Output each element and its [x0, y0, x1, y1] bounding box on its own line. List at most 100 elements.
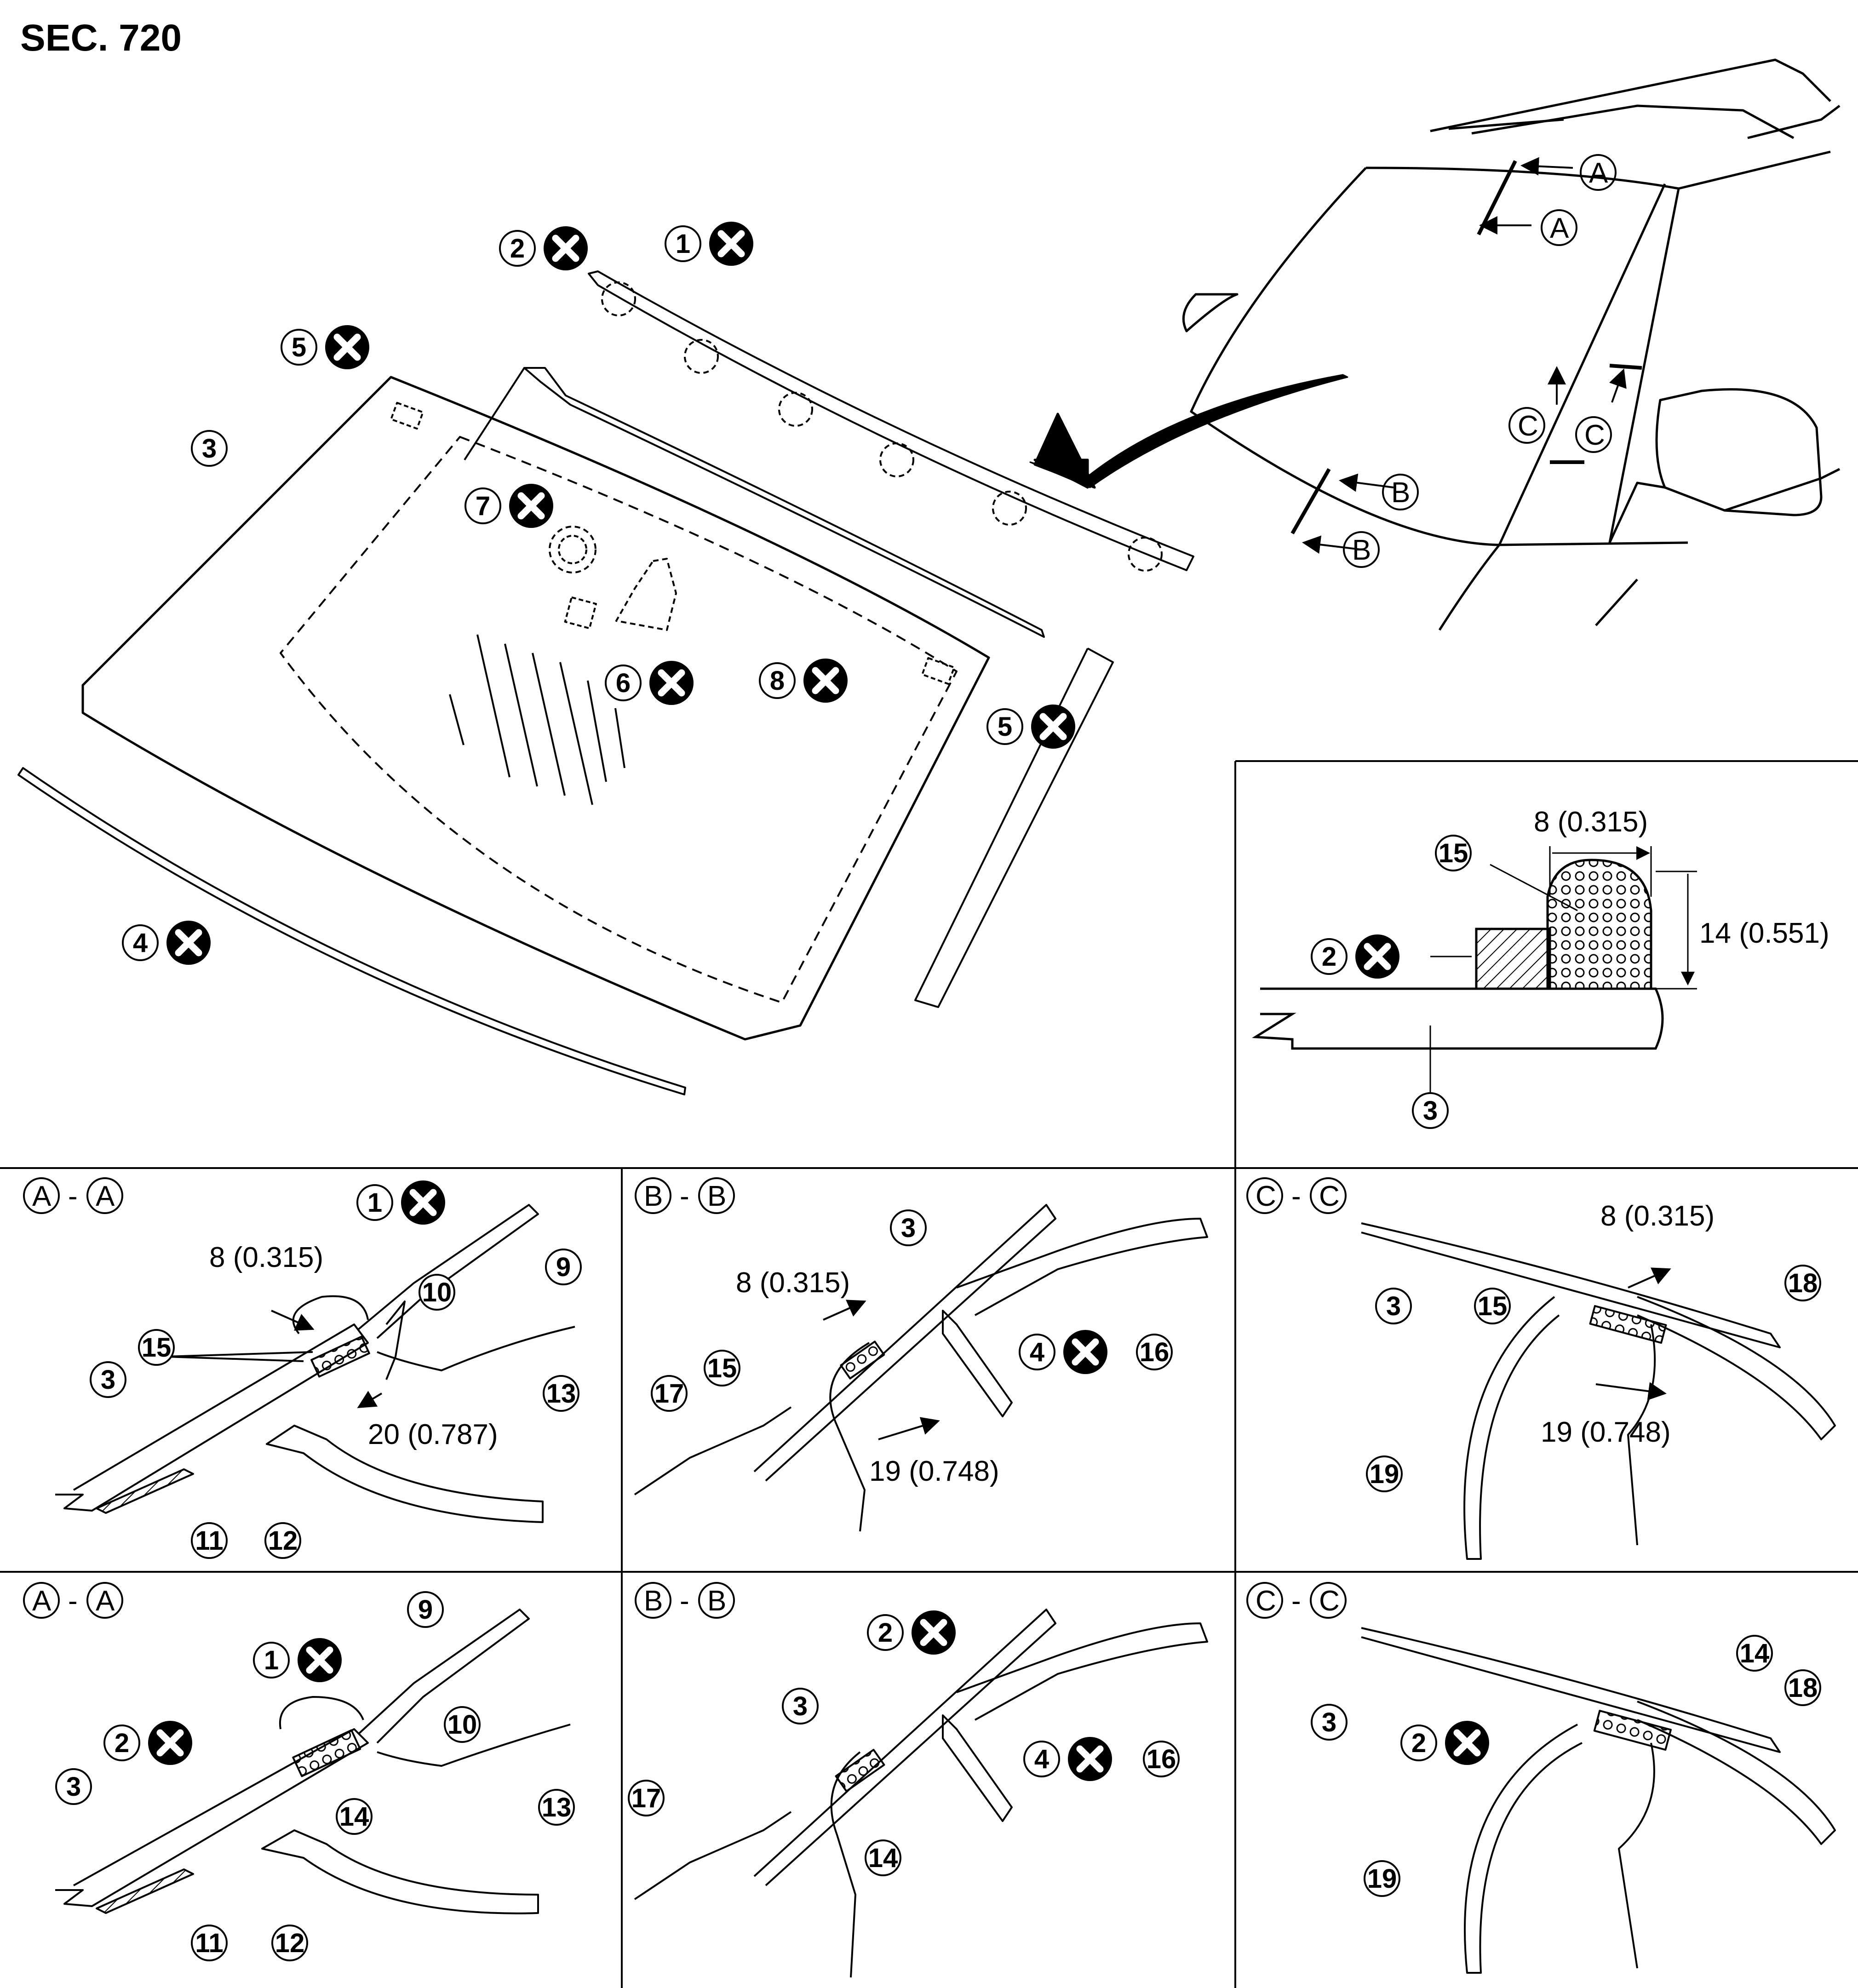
- callout-label: 9: [418, 1595, 433, 1625]
- callout-17: 17: [651, 1375, 688, 1412]
- callout-label: 4: [133, 928, 148, 958]
- callout-8: 8: [759, 662, 796, 699]
- a-pillar: [1608, 105, 1841, 543]
- callout-label: 2: [115, 1728, 129, 1758]
- svg-text:A: A: [32, 1180, 52, 1212]
- ceramic-border: [280, 436, 958, 1003]
- dim-height: 14 (0.551): [1699, 917, 1829, 949]
- svg-text:-: -: [1291, 1180, 1301, 1212]
- callout-3: 3: [1412, 1092, 1449, 1129]
- callout-label: 3: [101, 1365, 115, 1395]
- dim-c-19: 19 (0.748): [1541, 1416, 1671, 1448]
- x-circle-icon: [544, 226, 588, 270]
- vehicle-view: [1182, 58, 1841, 631]
- callout-12: 12: [271, 1925, 308, 1961]
- callout-label: 11: [195, 1526, 223, 1556]
- svg-text:A: A: [1550, 212, 1569, 244]
- mark-a-top: A: [1580, 154, 1617, 191]
- callout-5: 5: [281, 329, 317, 366]
- glass-reflection: [449, 634, 625, 805]
- adhesive-detail: [1252, 846, 1697, 1094]
- x-circle-icon: [325, 325, 369, 369]
- x-circle-icon: [401, 1180, 445, 1225]
- callout-2: 2: [867, 1614, 904, 1651]
- callout-label: 15: [1478, 1291, 1508, 1321]
- svg-text:C: C: [1584, 419, 1605, 451]
- mark-c-right: C: [1575, 416, 1612, 453]
- callout-label: 3: [1386, 1291, 1401, 1321]
- title-b-upper: B - B: [635, 1177, 735, 1214]
- callout-label: 9: [556, 1252, 571, 1282]
- sensor-bracket: [564, 596, 597, 630]
- callout-14: 14: [1736, 1635, 1773, 1672]
- x-circle-icon: [298, 1638, 342, 1682]
- dim-b-8: 8 (0.315): [736, 1267, 850, 1299]
- callout-2: 2: [103, 1724, 140, 1761]
- callout-7: 7: [464, 487, 501, 524]
- svg-text:B: B: [644, 1180, 663, 1212]
- callout-label: 14: [868, 1843, 898, 1873]
- upper-molding: [588, 270, 1194, 571]
- dim-a-8: 8 (0.315): [209, 1242, 323, 1273]
- callout-10: 10: [419, 1274, 455, 1311]
- x-circle-icon: [803, 659, 848, 703]
- callout-label: 3: [1322, 1707, 1336, 1737]
- callout-label: 1: [676, 229, 690, 259]
- callout-14: 14: [865, 1839, 901, 1876]
- callout-1: 1: [253, 1642, 290, 1679]
- callout-label: 3: [793, 1691, 808, 1721]
- svg-text:B: B: [707, 1585, 726, 1617]
- svg-text:C: C: [1319, 1585, 1340, 1617]
- callout-16: 16: [1143, 1741, 1180, 1777]
- section-c-upper: [1361, 1222, 1836, 1560]
- x-circle-icon: [1063, 1330, 1107, 1374]
- callout-15: 15: [704, 1350, 740, 1386]
- callout-label: 15: [142, 1333, 172, 1363]
- callout-label: 17: [654, 1379, 684, 1409]
- svg-text:B: B: [1352, 534, 1371, 566]
- door-mirror: [1655, 388, 1823, 516]
- callout-label: 7: [476, 491, 490, 521]
- svg-text:B: B: [1391, 477, 1410, 509]
- callout-9: 9: [545, 1249, 582, 1285]
- callout-label: 14: [339, 1802, 369, 1832]
- callout-17: 17: [628, 1780, 665, 1816]
- callout-3: 3: [90, 1361, 126, 1398]
- callout-1: 1: [665, 225, 701, 262]
- callout-label: 19: [1367, 1864, 1397, 1894]
- svg-text:A: A: [1589, 157, 1608, 189]
- callout-label: 10: [422, 1278, 452, 1307]
- callout-label: 2: [878, 1618, 893, 1648]
- molding-clips: [601, 281, 1163, 572]
- callout-label: 6: [616, 668, 631, 698]
- mark-a-bottom: A: [1541, 209, 1577, 246]
- callout-15: 15: [138, 1329, 175, 1366]
- panel-frames: [0, 760, 1858, 1988]
- callout-label: 3: [1423, 1096, 1438, 1126]
- svg-text:C: C: [1256, 1180, 1276, 1212]
- svg-text:C: C: [1319, 1180, 1340, 1212]
- callout-label: 17: [631, 1783, 661, 1813]
- callout-label: 1: [367, 1188, 382, 1218]
- callout-19: 19: [1364, 1860, 1400, 1897]
- svg-text:-: -: [68, 1180, 78, 1212]
- x-circle-icon: [1445, 1721, 1489, 1765]
- callout-6: 6: [605, 665, 642, 701]
- lower-molding: [17, 767, 686, 1095]
- callout-label: 2: [510, 234, 525, 264]
- callout-label: 18: [1788, 1673, 1818, 1703]
- callout-4: 4: [1023, 1741, 1060, 1777]
- callout-label: 19: [1370, 1459, 1399, 1489]
- title-a-upper: A - A: [23, 1177, 123, 1214]
- spacer-upper-left: [390, 401, 424, 430]
- callout-label: 12: [275, 1928, 305, 1958]
- callout-15: 15: [1435, 835, 1472, 871]
- title-c-upper: C - C: [1246, 1177, 1347, 1214]
- section-b-upper: [634, 1204, 1208, 1532]
- hood-line: [1438, 544, 1638, 631]
- svg-text:C: C: [1518, 410, 1538, 442]
- x-circle-icon: [148, 1721, 192, 1765]
- callout-label: 5: [998, 712, 1012, 742]
- callout-label: 15: [707, 1353, 737, 1383]
